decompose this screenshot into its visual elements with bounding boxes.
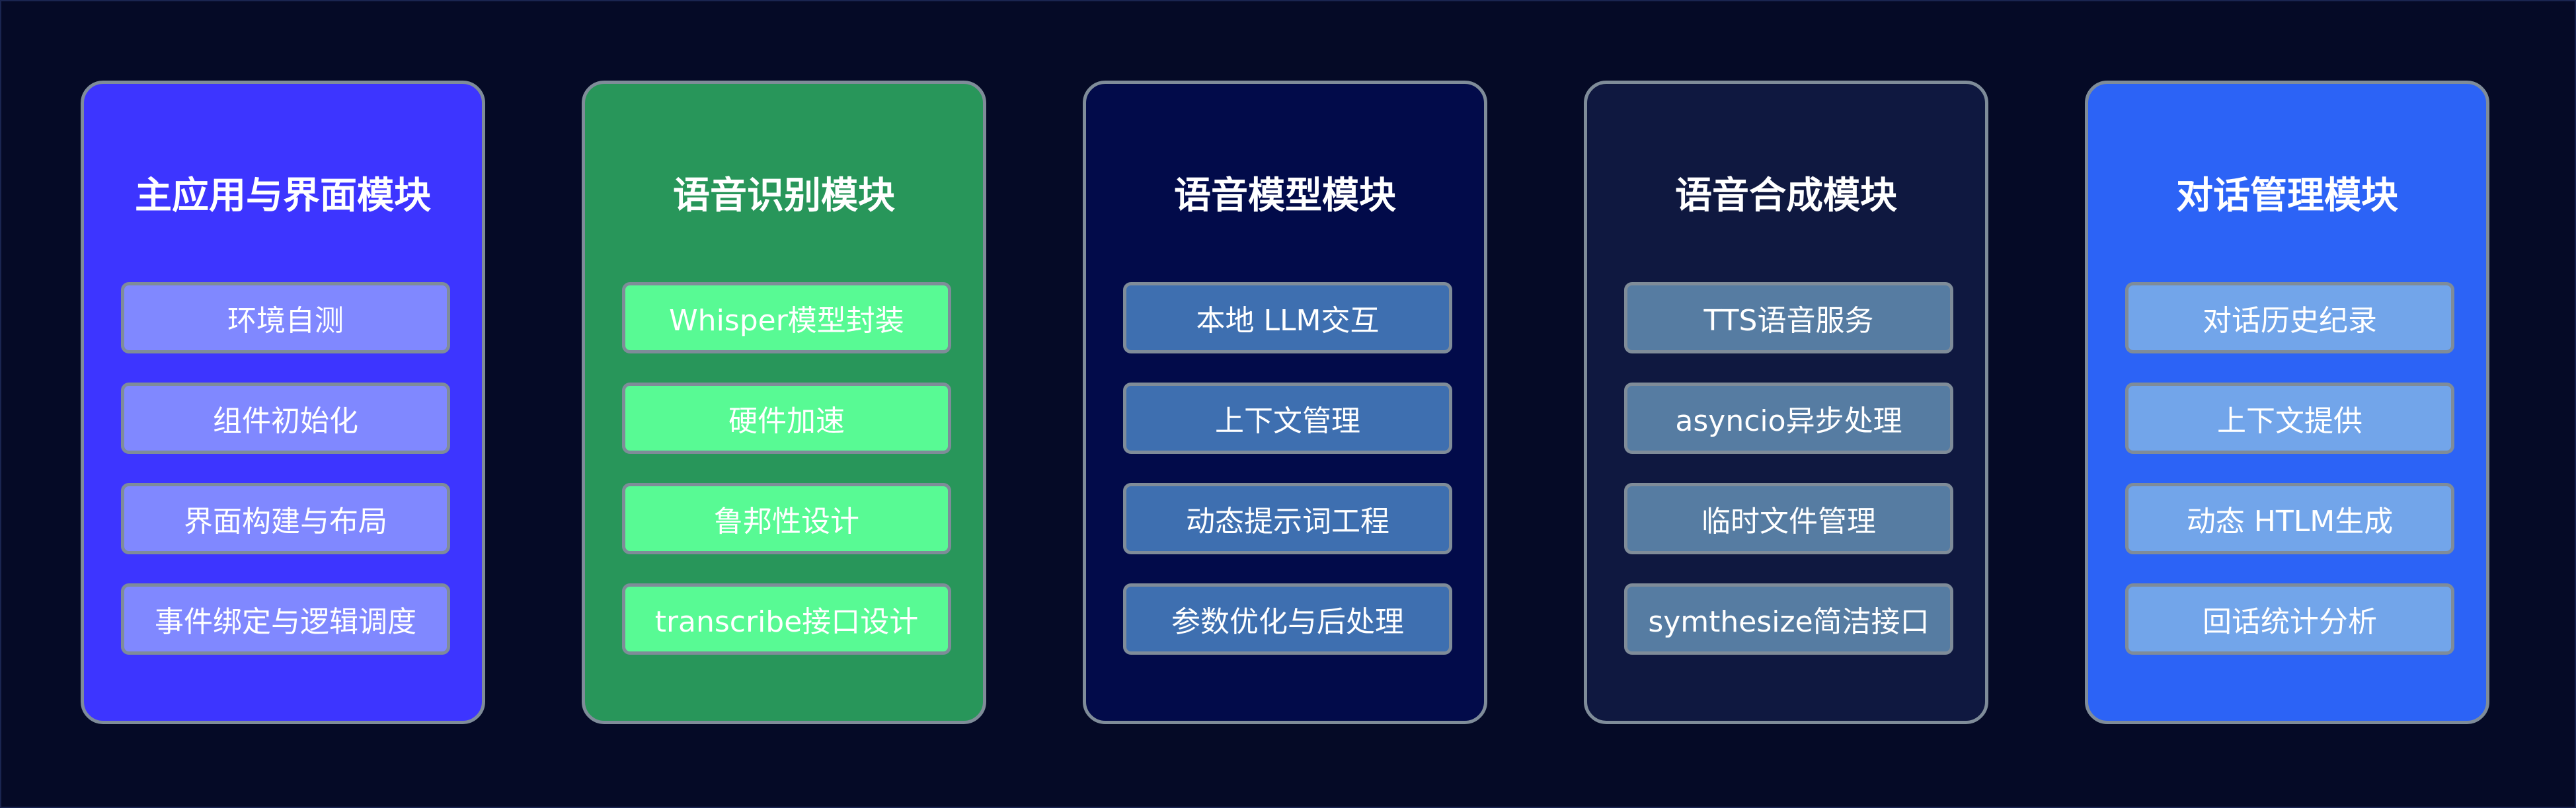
module-card-main-app: 主应用与界面模块 环境自测 组件初始化 界面构建与布局 事件绑定与逻辑调度 xyxy=(81,81,485,724)
module-item: 动态提示词工程 xyxy=(1123,483,1452,554)
module-title: 语音合成模块 xyxy=(1675,174,1897,217)
module-card-dialog-management: 对话管理模块 对话历史纪录 上下文提供 动态 HTLM生成 回话统计分析 xyxy=(2085,81,2489,724)
module-item: 回话统计分析 xyxy=(2125,583,2454,655)
module-item: 参数优化与后处理 xyxy=(1123,583,1452,655)
module-item: 界面构建与布局 xyxy=(121,483,450,554)
module-item: 硬件加速 xyxy=(622,383,951,454)
module-item: Whisper模型封装 xyxy=(622,282,951,353)
module-item: 临时文件管理 xyxy=(1624,483,1953,554)
module-card-speech-synthesis: 语音合成模块 TTS语音服务 asyncio异步处理 临时文件管理 symthe… xyxy=(1584,81,1988,724)
module-card-speech-recognition: 语音识别模块 Whisper模型封装 硬件加速 鲁邦性设计 transcribe… xyxy=(582,81,986,724)
module-item: TTS语音服务 xyxy=(1624,282,1953,353)
module-title: 主应用与界面模块 xyxy=(135,174,431,217)
module-title: 对话管理模块 xyxy=(2176,174,2398,217)
module-item: 上下文提供 xyxy=(2125,383,2454,454)
module-item: 对话历史纪录 xyxy=(2125,282,2454,353)
module-item: transcribe接口设计 xyxy=(622,583,951,655)
module-card-language-model: 语音模型模块 本地 LLM交互 上下文管理 动态提示词工程 参数优化与后处理 xyxy=(1083,81,1487,724)
module-item: 环境自测 xyxy=(121,282,450,353)
module-item: asyncio异步处理 xyxy=(1624,383,1953,454)
module-title: 语音模型模块 xyxy=(1174,174,1396,217)
module-item: 本地 LLM交互 xyxy=(1123,282,1452,353)
module-item: 事件绑定与逻辑调度 xyxy=(121,583,450,655)
module-item: 鲁邦性设计 xyxy=(622,483,951,554)
module-title: 语音识别模块 xyxy=(673,174,895,217)
module-item: 动态 HTLM生成 xyxy=(2125,483,2454,554)
module-item: 组件初始化 xyxy=(121,383,450,454)
module-item: 上下文管理 xyxy=(1123,383,1452,454)
module-item: symthesize简洁接口 xyxy=(1624,583,1953,655)
